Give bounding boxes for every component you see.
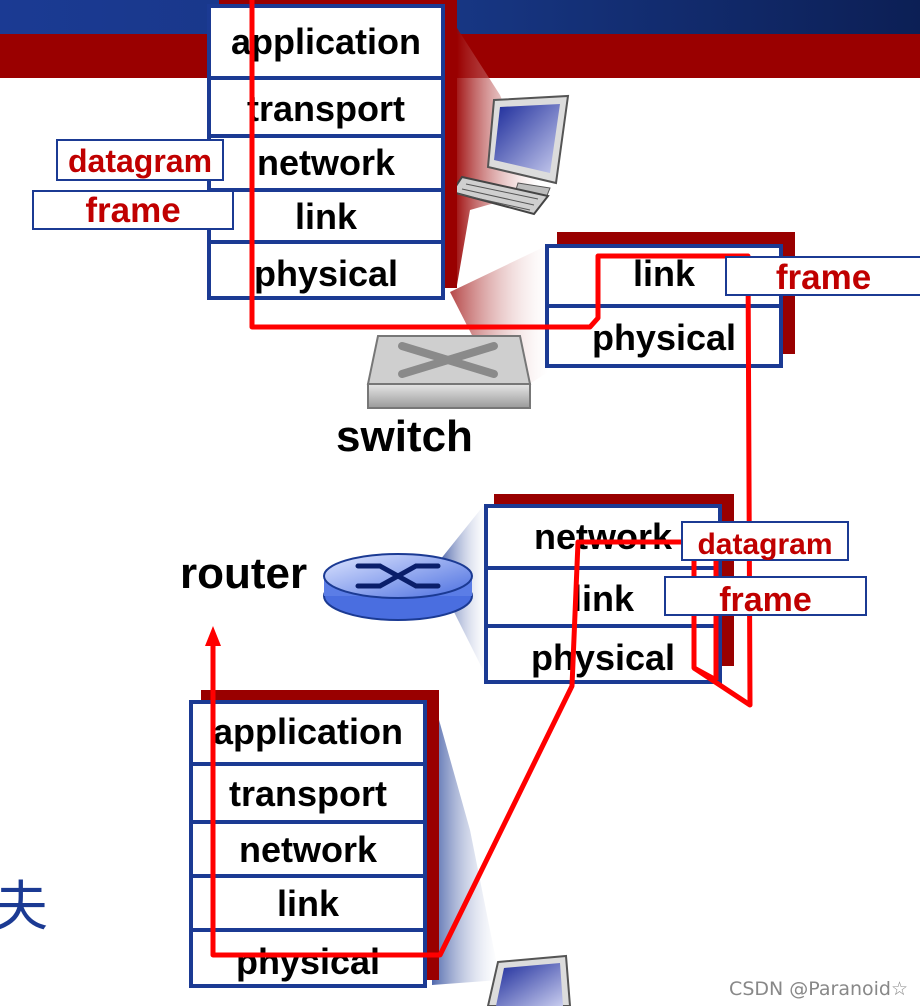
layer-physical: physical bbox=[211, 240, 441, 300]
switch-label: switch bbox=[336, 412, 473, 461]
router-label: router bbox=[180, 549, 308, 598]
layer-link: link bbox=[211, 188, 441, 240]
layer-application: application bbox=[212, 711, 404, 752]
layer-transport: transport bbox=[193, 762, 423, 820]
layer-network: network bbox=[193, 820, 423, 874]
side-character: 夫 bbox=[0, 875, 48, 938]
arrowhead-icon bbox=[205, 626, 221, 646]
stack-box: application transport network link physi… bbox=[207, 4, 445, 300]
host-top-stack: application transport network link physi… bbox=[207, 0, 457, 300]
switch-stack: link physical bbox=[545, 232, 795, 368]
layer-physical: physical bbox=[193, 928, 423, 988]
layer-application: application bbox=[230, 21, 422, 62]
stack-box: link physical bbox=[545, 244, 783, 368]
tag-frame: frame bbox=[664, 576, 867, 619]
layer-transport: transport bbox=[211, 76, 441, 134]
tag-frame: frame bbox=[32, 190, 234, 230]
stack-box: application transport network link physi… bbox=[189, 700, 427, 988]
layer-network: network bbox=[211, 134, 441, 188]
layer-link: link bbox=[632, 253, 695, 294]
tag-datagram: datagram bbox=[56, 139, 224, 181]
layer-link: link bbox=[488, 566, 718, 624]
layer-network: network bbox=[533, 516, 673, 557]
title-banner bbox=[0, 0, 920, 34]
layer-physical: physical bbox=[488, 624, 718, 684]
tag-datagram: datagram bbox=[681, 521, 849, 561]
watermark: CSDN @Paranoid☆ bbox=[729, 978, 908, 1000]
host-bottom-stack: application transport network link physi… bbox=[189, 690, 439, 988]
layer-link: link bbox=[193, 874, 423, 928]
layer-physical: physical bbox=[549, 304, 779, 368]
tag-frame: frame bbox=[725, 256, 920, 297]
